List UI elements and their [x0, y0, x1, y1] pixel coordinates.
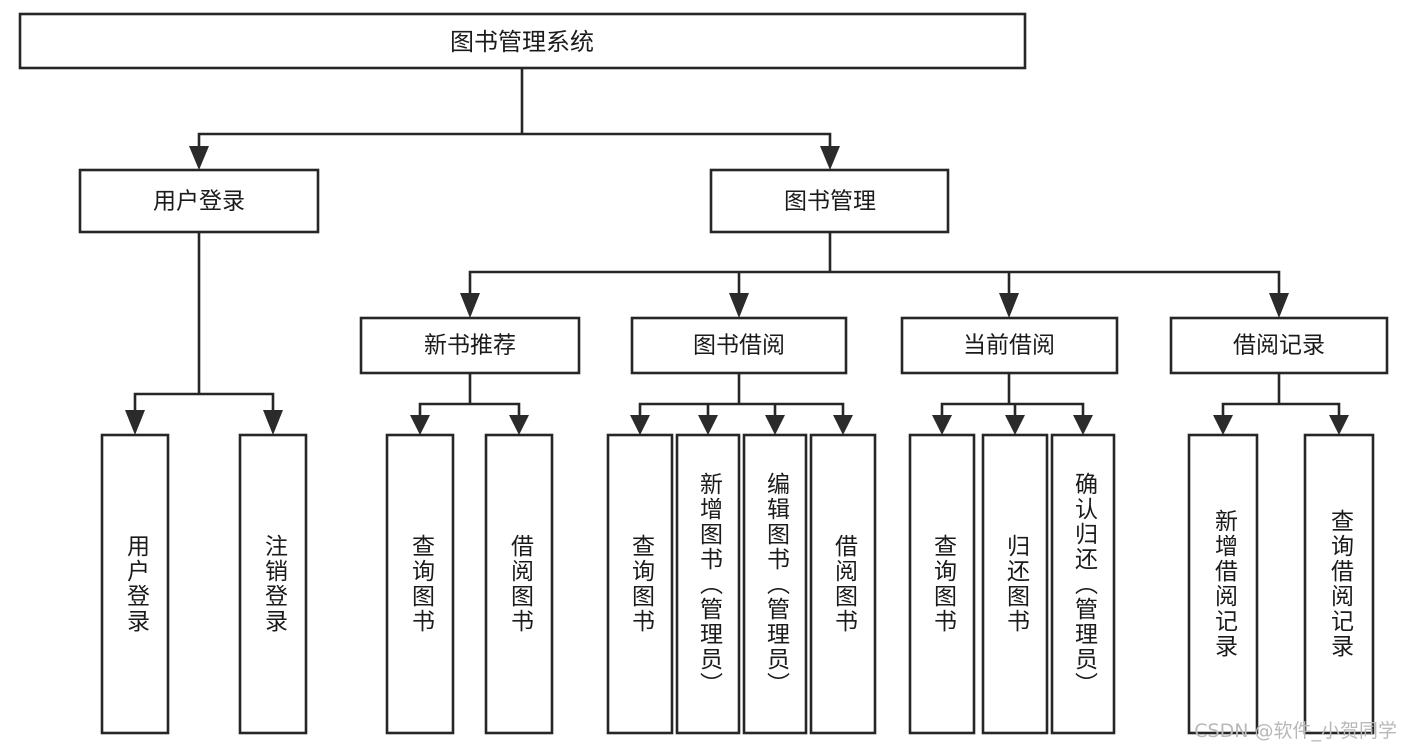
node-book-borrow[interactable]: 图书借阅	[630, 316, 848, 375]
leaf-logout-box[interactable]	[238, 433, 308, 735]
leaf-query-book-2-box[interactable]	[606, 433, 674, 735]
node-root-box[interactable]	[18, 12, 1027, 70]
edge-bookborrow-to-leaves-bus	[638, 371, 845, 417]
leaf-user-login-box[interactable]	[100, 433, 170, 735]
arrowhead-to-leaf-query-book-1	[410, 415, 430, 435]
arrowhead-to-leaf-borrow-book-1	[509, 415, 529, 435]
csdn-watermark: CSDN @软件_小贺同学	[1194, 720, 1397, 742]
node-borrow-record-box[interactable]	[1169, 316, 1389, 375]
node-book-borrow-label: 图书借阅	[693, 333, 785, 359]
node-new-book-recommend[interactable]: 新书推荐	[359, 316, 581, 375]
leaf-borrow-book-1-box[interactable]	[484, 433, 554, 735]
node-current-borrow-label: 当前借阅	[963, 333, 1055, 359]
edge-currentborrow-to-leaves-bus	[940, 371, 1085, 417]
edge-borrowrecord-to-leaves-bus	[1221, 371, 1341, 417]
arrowhead-to-leaf-user-login	[125, 410, 145, 435]
leaf-edit-book-box[interactable]	[742, 433, 808, 735]
arrowhead-to-leaf-logout	[263, 410, 283, 435]
edge-userlogin-to-leaves-bus	[133, 230, 275, 412]
node-user-login-box[interactable]	[78, 168, 320, 234]
arrowhead-to-borrow-record	[1269, 293, 1289, 318]
leaf-query-book-3-box[interactable]	[908, 433, 976, 735]
leaf-add-book-box[interactable]	[675, 433, 741, 735]
arrowhead-to-current-borrow	[999, 293, 1019, 318]
arrowhead-to-leaf-add-record	[1213, 415, 1233, 435]
edge-bookmanage-to-level3-bus	[468, 230, 1281, 295]
leaf-boxes-layer	[100, 433, 1375, 735]
arrowhead-to-book-manage	[820, 146, 840, 170]
node-borrow-record-label: 借阅记录	[1233, 333, 1325, 359]
arrowhead-to-user-login	[189, 146, 209, 170]
leaf-confirm-return-box[interactable]	[1050, 433, 1116, 735]
node-user-login[interactable]: 用户登录	[78, 168, 320, 234]
arrowhead-to-book-borrow	[729, 293, 749, 318]
node-root[interactable]: 图书管理系统	[18, 12, 1027, 70]
node-new-book-recommend-box[interactable]	[359, 316, 581, 375]
node-book-manage[interactable]: 图书管理	[709, 168, 950, 234]
arrowhead-to-leaf-confirm-return	[1073, 415, 1093, 435]
node-borrow-record[interactable]: 借阅记录	[1169, 316, 1389, 375]
node-book-manage-label: 图书管理	[784, 189, 876, 215]
arrowhead-to-leaf-add-book	[698, 415, 718, 435]
edge-newbook-to-leaves-bus	[418, 371, 521, 417]
leaf-borrow-book-2-box[interactable]	[809, 433, 877, 735]
node-book-borrow-box[interactable]	[630, 316, 848, 375]
arrowhead-to-new-book-recommend	[460, 293, 480, 318]
arrowhead-to-leaf-edit-book	[765, 415, 785, 435]
leaf-query-record-box[interactable]	[1303, 433, 1375, 735]
node-current-borrow[interactable]: 当前借阅	[900, 316, 1119, 375]
leaf-query-book-1-box[interactable]	[385, 433, 455, 735]
arrowhead-to-leaf-query-book-3	[932, 415, 952, 435]
node-user-login-label: 用户登录	[153, 189, 245, 215]
node-book-manage-box[interactable]	[709, 168, 950, 234]
node-root-label: 图书管理系统	[450, 28, 594, 56]
node-current-borrow-box[interactable]	[900, 316, 1119, 375]
arrowhead-to-leaf-query-book-2	[630, 415, 650, 435]
edges-layer	[125, 66, 1349, 435]
leaf-return-book-box[interactable]	[981, 433, 1049, 735]
arrowhead-to-leaf-borrow-book-2	[833, 415, 853, 435]
leaf-add-record-box[interactable]	[1187, 433, 1259, 735]
node-new-book-recommend-label: 新书推荐	[424, 333, 516, 359]
edge-root-to-level2-bus	[197, 66, 832, 148]
arrowhead-to-leaf-query-record	[1329, 415, 1349, 435]
arrowhead-to-leaf-return-book	[1005, 415, 1025, 435]
